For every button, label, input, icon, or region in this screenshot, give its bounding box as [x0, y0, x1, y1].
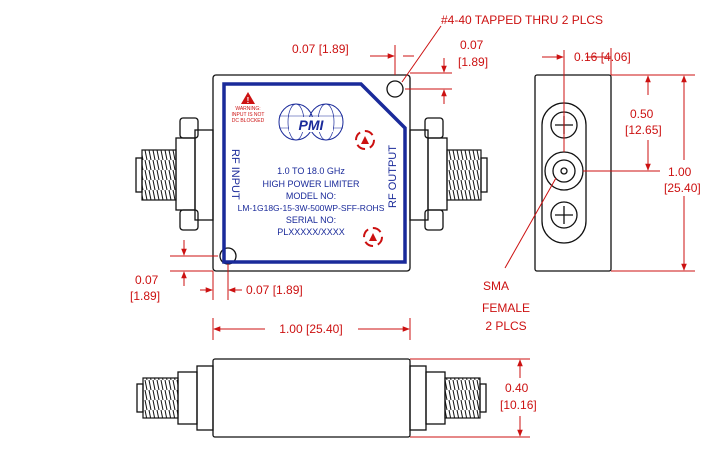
callout-tapped-holes: #4-40 TAPPED THRU 2 PLCS [441, 13, 603, 27]
esd-icon-bottom [363, 227, 383, 247]
dim-connector-center-in: 0.50 [630, 107, 654, 121]
model-number: LM-1G18G-15-3W-500WP-SFF-ROHS [238, 203, 385, 213]
callout-sma-1: SMA [483, 279, 509, 293]
svg-text:!: ! [247, 96, 250, 105]
warning-text-3: DC BLOCKED [232, 118, 265, 124]
sma-port-face [544, 151, 584, 191]
warning-text-2: INPUT IS NOT [232, 112, 265, 118]
dim-thickness-mm: [10.16] [500, 398, 537, 412]
dim-side-height-mm: [25.40] [664, 181, 701, 195]
side-housing-outline [534, 74, 612, 272]
side-view: 0.16 [4.06] 0.50 [12.65] 1.00 [25.40] SM… [482, 48, 701, 333]
dim-side-height-in: 1.00 [668, 165, 692, 179]
product-name: HIGH POWER LIMITER [262, 179, 360, 189]
dim-top-hole-x: 0.07 [1.89] [292, 42, 349, 56]
mounting-hole-top [386, 80, 404, 98]
warning-icon: ! [241, 92, 255, 105]
front-housing-outline [212, 358, 411, 438]
logo-text: PMI [299, 117, 325, 133]
callout-sma-2: FEMALE [482, 301, 530, 315]
screw-icon-bottom [550, 201, 578, 229]
top-view: ! WARNING: INPUT IS NOT DC BLOCKED PMI 1… [130, 13, 603, 340]
dim-bottom-hole-y-in: 0.07 [135, 273, 159, 287]
sma-connector-left [135, 117, 214, 231]
dim-connector-center-mm: [12.65] [625, 123, 662, 137]
sma-connector-right [409, 117, 488, 231]
leader-sma [504, 177, 557, 269]
dim-side-offset: 0.16 [4.06] [574, 50, 631, 64]
rf-input-label: RF INPUT [229, 149, 241, 200]
frequency-range: 1.0 TO 18.0 GHz [277, 166, 345, 176]
front-connector-left [136, 365, 214, 431]
serial-number: PLXXXXX/XXXX [277, 227, 345, 237]
dim-top-hole-y-mm: [1.89] [458, 55, 488, 69]
dim-bottom-hole-y-mm: [1.89] [130, 289, 160, 303]
esd-icon-top [355, 130, 375, 150]
warning-text-1: WARNING: [235, 106, 260, 112]
pmi-logo: PMI [278, 103, 344, 141]
front-view: 0.40 [10.16] [136, 358, 537, 438]
front-connector-right [409, 365, 487, 431]
dim-bottom-hole-x: 0.07 [1.89] [246, 283, 303, 297]
dim-top-hole-y-in: 0.07 [460, 38, 484, 52]
dim-thickness-in: 0.40 [505, 381, 529, 395]
callout-sma-3: 2 PLCS [485, 319, 526, 333]
model-label: MODEL NO: [286, 191, 336, 201]
dim-length: 1.00 [25.40] [279, 322, 342, 336]
label-plate [222, 82, 407, 264]
rf-output-label: RF OUTPUT [387, 145, 399, 208]
serial-label: SERIAL NO: [286, 215, 336, 225]
leader-tapped-holes [401, 25, 442, 83]
